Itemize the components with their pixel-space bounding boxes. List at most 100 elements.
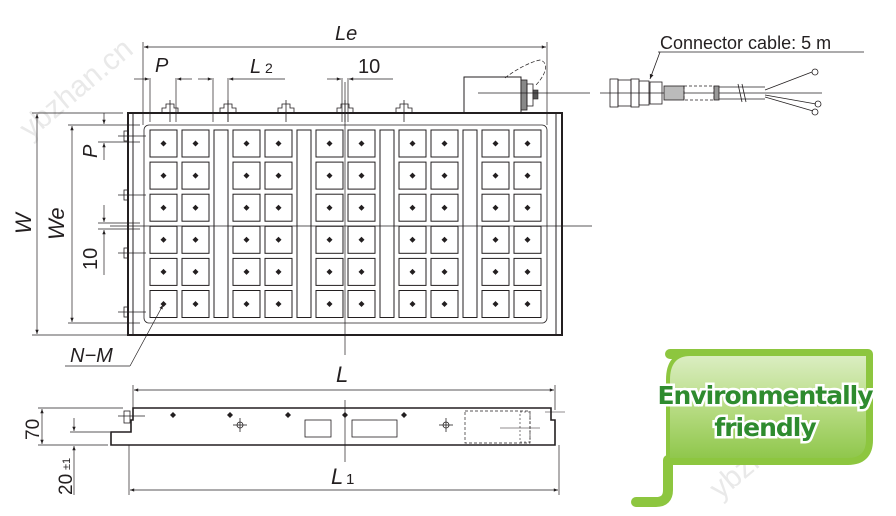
tap-hole-mark bbox=[524, 301, 531, 307]
pole-cell bbox=[398, 290, 427, 318]
tap-hole-mark bbox=[441, 172, 448, 179]
pole-cell bbox=[430, 129, 459, 158]
side-mark bbox=[227, 412, 233, 418]
pole-cell bbox=[181, 161, 210, 190]
pole-cell bbox=[315, 129, 344, 158]
dim-l1: L bbox=[331, 464, 343, 489]
pole-cell bbox=[347, 225, 376, 254]
dim-clearance-tol: ±1 bbox=[61, 458, 73, 470]
pole-cell bbox=[264, 290, 293, 318]
dim-l1-sub: 1 bbox=[346, 471, 354, 488]
pole-cell bbox=[430, 193, 459, 222]
pole-cell bbox=[430, 257, 459, 286]
pole-cell bbox=[149, 161, 178, 190]
tap-hole-mark bbox=[326, 140, 333, 147]
separator-bar bbox=[213, 129, 229, 318]
pole-cell bbox=[481, 257, 510, 286]
tap-hole-mark bbox=[492, 140, 499, 147]
tap-hole-mark bbox=[524, 236, 531, 243]
tap-hole-mark bbox=[409, 204, 416, 211]
tap-hole-mark bbox=[160, 172, 167, 179]
side-mark bbox=[342, 412, 348, 418]
pole-cell bbox=[264, 257, 293, 286]
separator-bar bbox=[296, 129, 312, 318]
pole-cell bbox=[232, 225, 261, 254]
pole-cell bbox=[347, 257, 376, 286]
pole-cell bbox=[315, 257, 344, 286]
dim-gap-side: 10 bbox=[80, 248, 102, 270]
tap-hole-mark bbox=[192, 172, 199, 179]
pole-cell bbox=[181, 225, 210, 254]
dim-le: Le bbox=[335, 23, 357, 45]
pole-cell bbox=[347, 290, 376, 318]
pole-cell bbox=[232, 257, 261, 286]
tap-hole-mark bbox=[160, 204, 167, 211]
watermark: ybzhan.cn bbox=[13, 32, 139, 145]
pole-cell bbox=[398, 129, 427, 158]
dim-gap-top: 10 bbox=[358, 56, 380, 78]
tap-hole-mark bbox=[492, 204, 499, 211]
dim-nm: N−M bbox=[70, 345, 113, 367]
tap-hole-mark bbox=[492, 236, 499, 243]
tap-hole-mark bbox=[492, 268, 499, 275]
pole-cell bbox=[181, 290, 210, 318]
tap-hole-mark bbox=[275, 204, 282, 211]
side-view bbox=[110, 400, 565, 462]
tap-hole-mark bbox=[524, 172, 531, 179]
pole-cell bbox=[513, 257, 542, 286]
dim-l: L bbox=[336, 362, 348, 387]
tap-hole-mark bbox=[275, 172, 282, 179]
pole-cell bbox=[181, 129, 210, 158]
tap-hole-mark bbox=[358, 301, 365, 307]
pole-cell bbox=[232, 161, 261, 190]
pole-cell bbox=[481, 161, 510, 190]
pole-cell bbox=[347, 161, 376, 190]
pole-cell bbox=[430, 290, 459, 318]
tap-hole-mark bbox=[160, 236, 167, 243]
tap-hole-mark bbox=[275, 236, 282, 243]
tap-hole-mark bbox=[326, 204, 333, 211]
dim-we: We bbox=[44, 207, 69, 240]
tap-hole-mark bbox=[441, 268, 448, 275]
tap-hole-mark bbox=[358, 204, 365, 211]
tap-hole-mark bbox=[192, 204, 199, 211]
tap-hole-mark bbox=[160, 268, 167, 275]
separator-bar bbox=[379, 129, 395, 318]
tap-hole-mark bbox=[160, 140, 167, 147]
tap-hole-mark bbox=[524, 140, 531, 147]
tap-hole-mark bbox=[243, 301, 250, 307]
tap-hole-mark bbox=[441, 140, 448, 147]
pole-cell bbox=[264, 193, 293, 222]
tap-hole-mark bbox=[492, 301, 499, 307]
tap-hole-mark bbox=[243, 204, 250, 211]
tap-hole-mark bbox=[358, 236, 365, 243]
pole-cell bbox=[181, 193, 210, 222]
side-mark bbox=[170, 412, 176, 418]
dim-p-side: P bbox=[80, 144, 102, 158]
pole-cell bbox=[513, 290, 542, 318]
pole-cell bbox=[513, 129, 542, 158]
dim-clearance: 20 bbox=[56, 474, 77, 495]
tap-hole-mark bbox=[492, 172, 499, 179]
top-dimensions bbox=[32, 42, 548, 367]
tap-hole-mark bbox=[409, 236, 416, 243]
badge-line-2: friendly bbox=[714, 413, 816, 442]
tap-hole-mark bbox=[192, 236, 199, 243]
pole-cell bbox=[513, 193, 542, 222]
side-mark bbox=[401, 412, 407, 418]
tap-hole-mark bbox=[275, 301, 282, 307]
tap-hole-mark bbox=[192, 268, 199, 275]
pole-cell bbox=[149, 290, 178, 318]
connector-cable-label: Connector cable: 5 m bbox=[660, 33, 831, 53]
side-mark bbox=[285, 412, 291, 418]
badge-line-1: Environmentally bbox=[657, 381, 873, 410]
tap-hole-mark bbox=[192, 140, 199, 147]
pole-cell bbox=[264, 129, 293, 158]
pole-cell bbox=[232, 290, 261, 318]
pole-cell bbox=[513, 225, 542, 254]
pole-cell bbox=[398, 193, 427, 222]
tap-hole-mark bbox=[409, 301, 416, 307]
tap-hole-mark bbox=[326, 172, 333, 179]
pole-cell bbox=[149, 257, 178, 286]
